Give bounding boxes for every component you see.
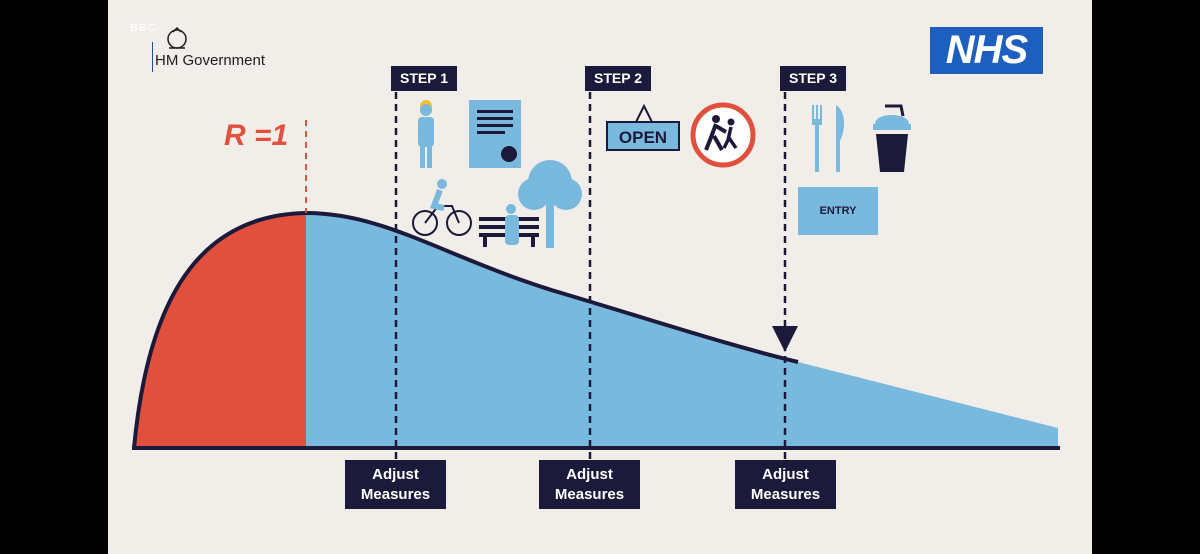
worker-icon: [418, 100, 434, 168]
step-3-label: STEP 3: [780, 66, 846, 91]
crest-icon: [167, 26, 187, 49]
open-sign-icon: [635, 103, 653, 123]
adjust-measures-2: Adjust Measures: [539, 460, 640, 509]
adjust-measures-1: Adjust Measures: [345, 460, 446, 509]
certificate-icon: [469, 100, 521, 168]
adjust-measures-3: Adjust Measures: [735, 460, 836, 509]
government-label: HM Government: [155, 52, 266, 69]
bench-icon: [479, 204, 539, 247]
entry-ticket-icon: ENTRY: [798, 187, 878, 235]
red-area: [134, 213, 306, 448]
epidemic-curve: [132, 210, 799, 449]
step-1-label: STEP 1: [391, 66, 457, 91]
cyclist-icon: [412, 179, 472, 236]
r-label: R =1: [224, 119, 289, 152]
curve-diagram: [132, 26, 1060, 460]
arrow-down-icon: [772, 326, 798, 352]
cutlery-icon: [812, 105, 845, 172]
diagram-frame: BBC HM Government NHS R =1 STEP 1 STEP 2…: [108, 0, 1092, 554]
government-divider: [152, 42, 153, 72]
nhs-logo: NHS: [930, 27, 1043, 74]
drink-cup-icon: [873, 104, 911, 172]
tree-icon: [518, 160, 582, 248]
school-crossing-icon: [690, 102, 756, 168]
open-sign: OPEN: [606, 121, 680, 151]
step-2-label: STEP 2: [585, 66, 651, 91]
broadcaster-bug: BBC: [130, 22, 157, 34]
